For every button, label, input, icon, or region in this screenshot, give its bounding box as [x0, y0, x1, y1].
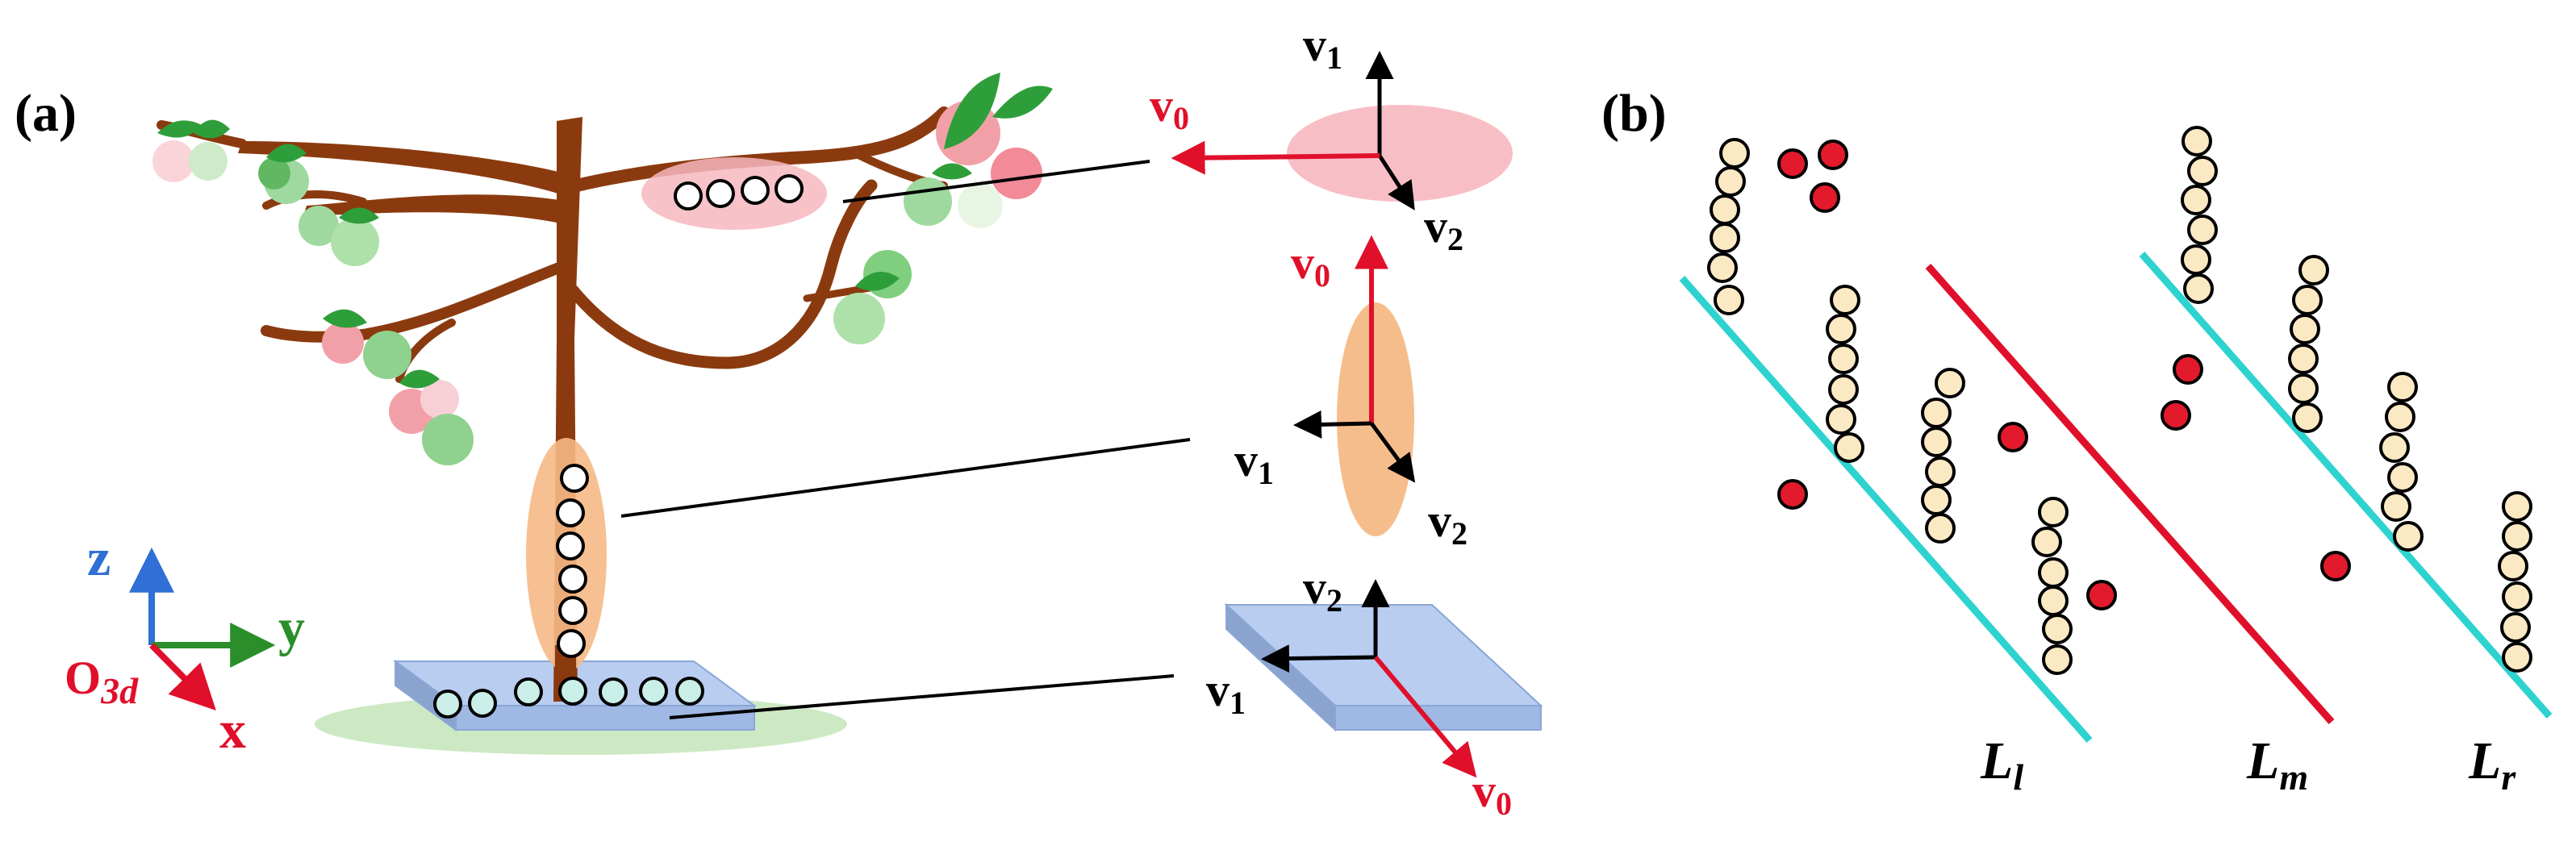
origin-label: O3d [65, 652, 139, 711]
line-right [2139, 252, 2553, 719]
vec-bot-v2: v2 [1303, 561, 1342, 619]
axis-y-label: y [278, 598, 305, 657]
foliage [152, 73, 1053, 465]
panel-a-label: (a) [15, 84, 77, 143]
noise-points [1777, 140, 2351, 610]
axis-z-label: z [87, 528, 111, 587]
line-middle-label: Lm [2246, 731, 2308, 798]
vec-mid-v0: v0 [1291, 236, 1330, 294]
leader-line-bottom [669, 674, 1175, 719]
line-left-label: Ll [1980, 731, 2023, 798]
vec-bot-v0: v0 [1472, 765, 1512, 822]
points-trunk [556, 464, 589, 658]
line-right-label: Lr [2468, 731, 2516, 798]
points-ground [433, 677, 704, 719]
points-branch [674, 174, 804, 210]
vector-frame-bottom: v2 v1 v0 [1206, 561, 1543, 822]
axis-x-label: x [219, 701, 246, 760]
panel-b-label: (b) [1601, 84, 1667, 143]
vector-frame-middle: v0 v1 v2 [1234, 235, 1468, 552]
points-columns [1707, 126, 2532, 675]
vec-top-v0: v0 [1150, 79, 1189, 136]
vec-mid-v1: v1 [1234, 434, 1274, 491]
leader-line-top [842, 160, 1150, 203]
vector-frame-top: v1 v2 v0 [1150, 19, 1513, 257]
line-middle [1925, 264, 2335, 724]
line-left [1679, 276, 2093, 743]
axes-3d: z y x O3d [65, 528, 305, 760]
vec-top-v1: v1 [1303, 19, 1342, 76]
vec-bot-v1: v1 [1206, 664, 1246, 721]
vec-mid-v2: v2 [1428, 494, 1468, 552]
leader-line-middle [620, 438, 1191, 518]
vec-top-v2: v2 [1424, 200, 1463, 257]
